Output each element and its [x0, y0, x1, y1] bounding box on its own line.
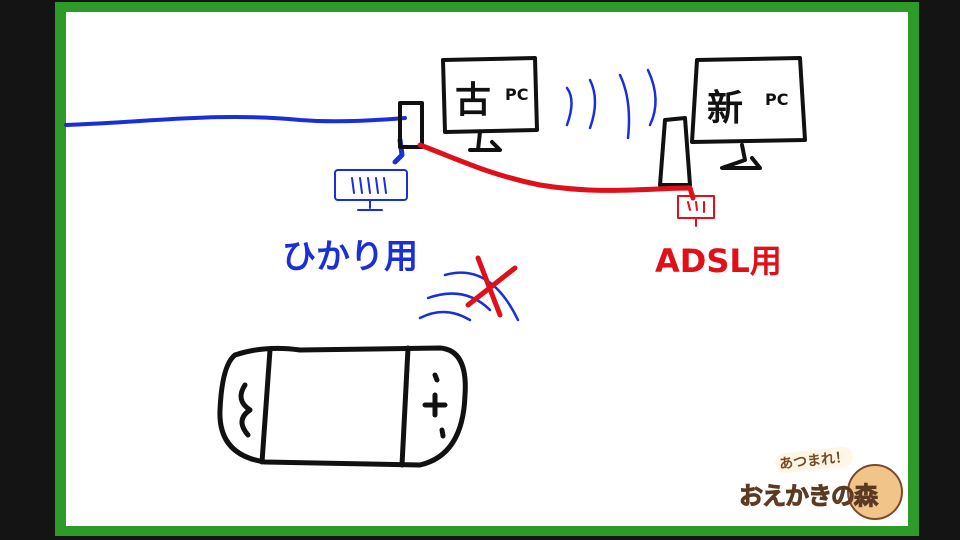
old-pc-monitor-icon: [441, 56, 539, 152]
logo-main-text: おえかきの森: [739, 482, 879, 511]
adsl-label: ADSL用: [655, 242, 782, 280]
fiber-cable: [64, 114, 407, 127]
new-pc-label: 新: [707, 88, 743, 129]
bear-icon: [847, 464, 903, 520]
router-box-icon: [398, 101, 424, 149]
fiber-modem-icon: [334, 169, 408, 211]
adsl-outlet-icon: [677, 195, 715, 227]
old-pc-suffix: PC: [505, 85, 528, 104]
logo-top-text: あつまれ！: [774, 445, 854, 475]
new-pc-suffix: PC: [765, 90, 788, 109]
fiber-label: ひかり用: [282, 237, 418, 277]
switch-console-icon: [217, 345, 468, 468]
adsl-cable: [417, 142, 696, 201]
new-pc-monitor-icon: [690, 56, 807, 170]
adsl-modem-icon: [658, 116, 692, 187]
old-pc-label: 古: [455, 80, 491, 121]
wifi-waves-icon: [565, 68, 657, 140]
game-logo: あつまれ！ おえかきの森: [735, 445, 905, 528]
drawing-canvas[interactable]: [66, 12, 908, 526]
blocked-x-mark: [465, 255, 518, 318]
